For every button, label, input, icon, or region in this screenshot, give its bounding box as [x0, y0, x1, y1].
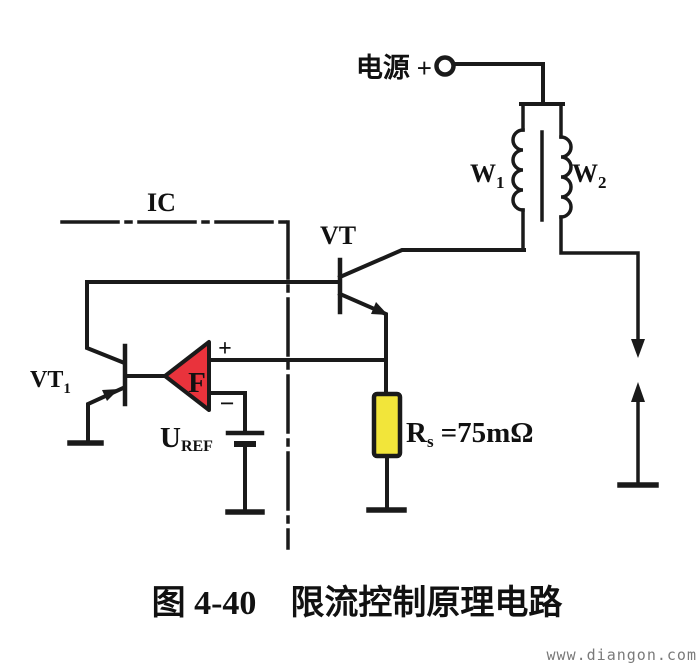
- comparator-label: F: [188, 367, 206, 399]
- ic-label: IC: [147, 188, 176, 217]
- vt-base-wire: [85, 280, 340, 365]
- figure-caption: 图 4-40 限流控制原理电路: [152, 584, 564, 622]
- w1-label: W1: [470, 159, 505, 192]
- winding-w2: [559, 135, 573, 219]
- comparator-triangle: [163, 340, 211, 412]
- output-up-arrow-icon: [631, 382, 645, 402]
- output-down-arrow-icon: [631, 339, 645, 358]
- power-label: 电源 +: [356, 53, 432, 83]
- sense-resistor-group: Rs=75mΩ: [366, 391, 533, 513]
- winding-w1: [511, 128, 525, 212]
- reference-battery: UREF: [160, 422, 265, 515]
- transistor-vt1: VT1: [30, 343, 166, 446]
- transformer: W1 W2: [470, 102, 607, 252]
- minus-input-label: −: [220, 389, 235, 418]
- output-wire: [559, 215, 640, 345]
- supply-wire: [453, 62, 545, 105]
- plus-input-label: +: [218, 336, 232, 362]
- comparator-f: F + −: [163, 336, 388, 433]
- vt-label: VT: [320, 221, 356, 250]
- transistor-vt: VT: [85, 221, 526, 397]
- vt-emitter-arrow-icon: [371, 302, 388, 315]
- power-terminal-icon: [434, 55, 456, 77]
- watermark: www.diangon.com: [547, 646, 697, 664]
- vt1-emitter-arrow-icon: [102, 389, 119, 401]
- w2-label: W2: [572, 159, 607, 192]
- minus-input-wire: [208, 391, 247, 433]
- sense-resistor: [371, 391, 403, 459]
- vt1-label: VT1: [30, 367, 71, 397]
- uref-label: UREF: [160, 422, 213, 455]
- vt-collector-wire: [337, 248, 526, 280]
- rs-label: Rs=75mΩ: [406, 417, 533, 451]
